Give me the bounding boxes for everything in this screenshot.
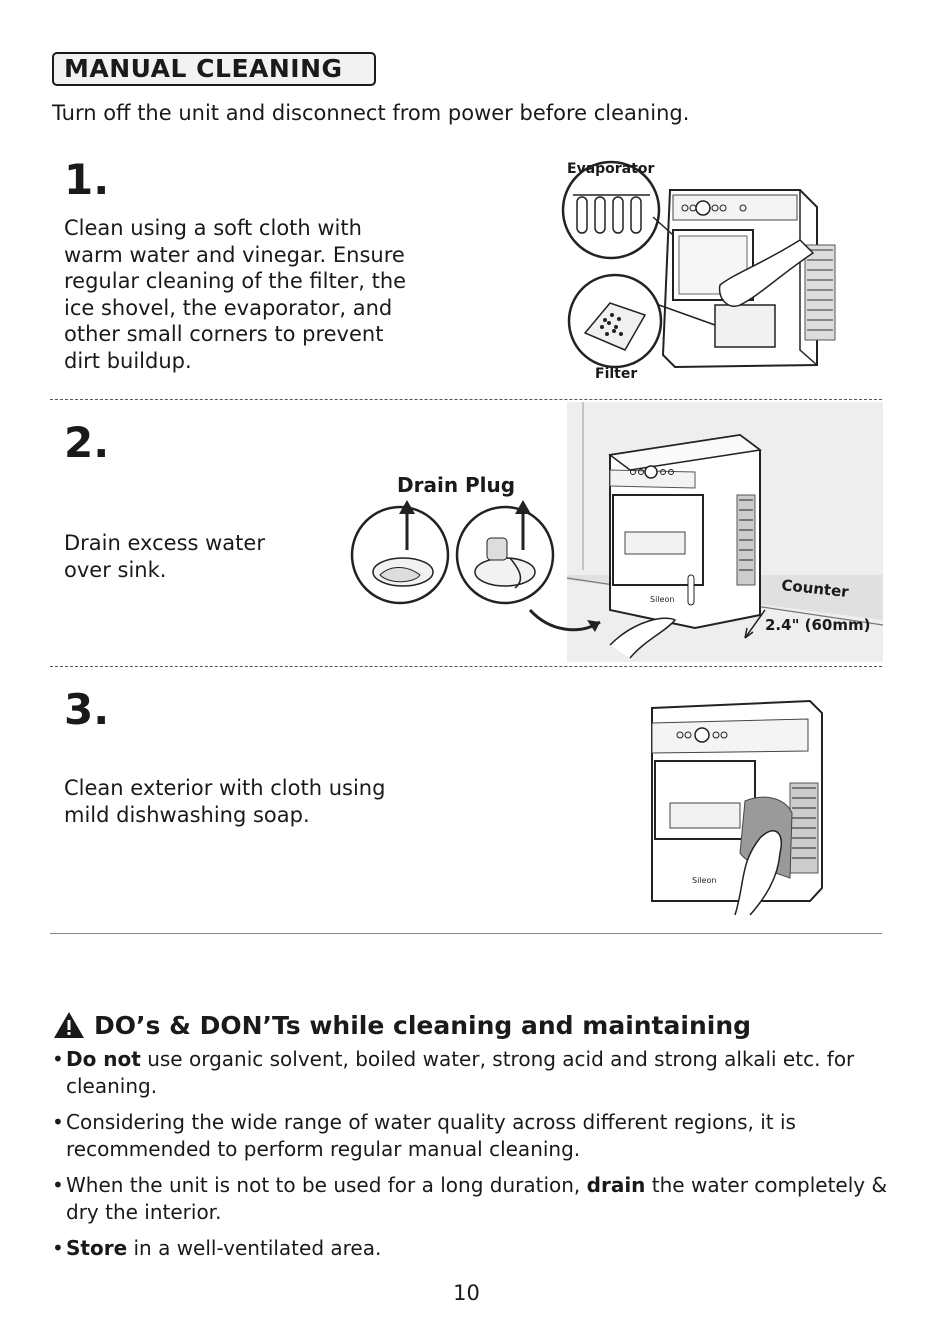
page-number: 10 <box>453 1281 480 1305</box>
step-3-text: Clean exterior with cloth using mild dis… <box>64 776 386 827</box>
divider <box>50 666 882 667</box>
section-title: MANUAL CLEANING <box>52 52 376 86</box>
step-2-number: 2. <box>64 418 110 467</box>
list-item: When the unit is not to be used for a lo… <box>52 1172 892 1226</box>
section-divider <box>50 933 882 934</box>
divider <box>50 399 882 400</box>
brand-label: Sileon <box>692 876 716 885</box>
list-item: Considering the wide range of water qual… <box>52 1109 892 1163</box>
evaporator-label: Evaporator <box>567 161 654 177</box>
step-1-text: Clean using a soft cloth with warm water… <box>64 216 407 373</box>
warning-icon <box>54 1012 84 1038</box>
step-1-number: 1. <box>64 155 110 204</box>
step-2-illustration: Sileon Counter 2.4" (60mm) Drain Plug <box>350 402 884 662</box>
distance-label: 2.4" (60mm) <box>765 616 870 634</box>
filter-label: Filter <box>595 366 637 382</box>
step-2-text: Drain excess water over sink. <box>64 531 265 582</box>
list-item: Do not use organic solvent, boiled water… <box>52 1046 892 1100</box>
dos-donts-title: DO’s & DON’Ts while cleaning and maintai… <box>52 1010 751 1040</box>
drain-plug-label: Drain Plug <box>397 473 515 497</box>
brand-label: Sileon <box>650 595 674 604</box>
safety-instruction: Turn off the unit and disconnect from po… <box>52 101 690 125</box>
dos-donts-list: Do not use organic solvent, boiled water… <box>52 1046 892 1271</box>
step-3-illustration: Sileon <box>651 699 823 916</box>
step-1-illustration: Evaporator Filter <box>561 160 836 382</box>
list-item: Store in a well-ventilated area. <box>52 1235 892 1262</box>
step-3-number: 3. <box>64 685 110 734</box>
